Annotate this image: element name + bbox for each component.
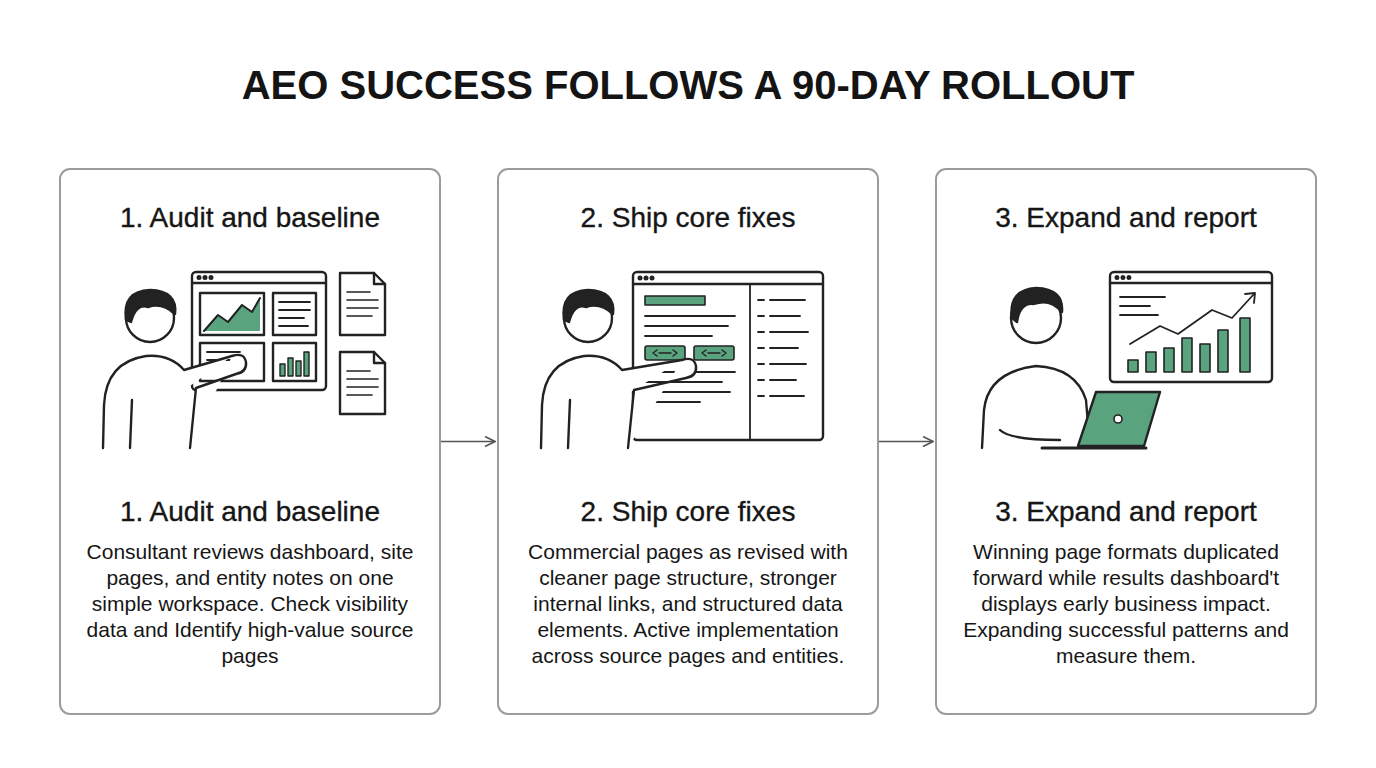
step-heading: 3. Expand and report xyxy=(955,201,1297,235)
step-heading: 2. Ship core fixes xyxy=(517,495,859,529)
step-heading: 1. Audit and baseline xyxy=(79,495,421,529)
flow-arrow xyxy=(441,441,495,443)
flow-arrow xyxy=(879,441,933,443)
step-heading: 3. Expand and report xyxy=(955,495,1297,529)
editor-illustration xyxy=(541,272,823,448)
diagram-title: AEO SUCCESS FOLLOWS A 90-DAY ROLLOUT xyxy=(0,58,1376,112)
step-panel: 3. Expand and report 3. Expand and report… xyxy=(935,168,1317,715)
step-panel: 2. Ship core fixes 2. Ship core fixesComm… xyxy=(497,168,879,715)
step-description: Consultant reviews dashboard, site pages… xyxy=(79,539,421,669)
dashboard-illustration xyxy=(103,272,385,448)
step-heading: 2. Ship core fixes xyxy=(517,201,859,235)
step-heading: 1. Audit and baseline xyxy=(79,201,421,235)
step-description: Commercial pages as revised with cleaner… xyxy=(517,539,859,669)
step-panel: 1. Audit and baseline 1. Audit and baseli… xyxy=(59,168,441,715)
report-illustration xyxy=(982,272,1272,448)
step-description: Winning page formats duplicated forward … xyxy=(955,539,1297,669)
